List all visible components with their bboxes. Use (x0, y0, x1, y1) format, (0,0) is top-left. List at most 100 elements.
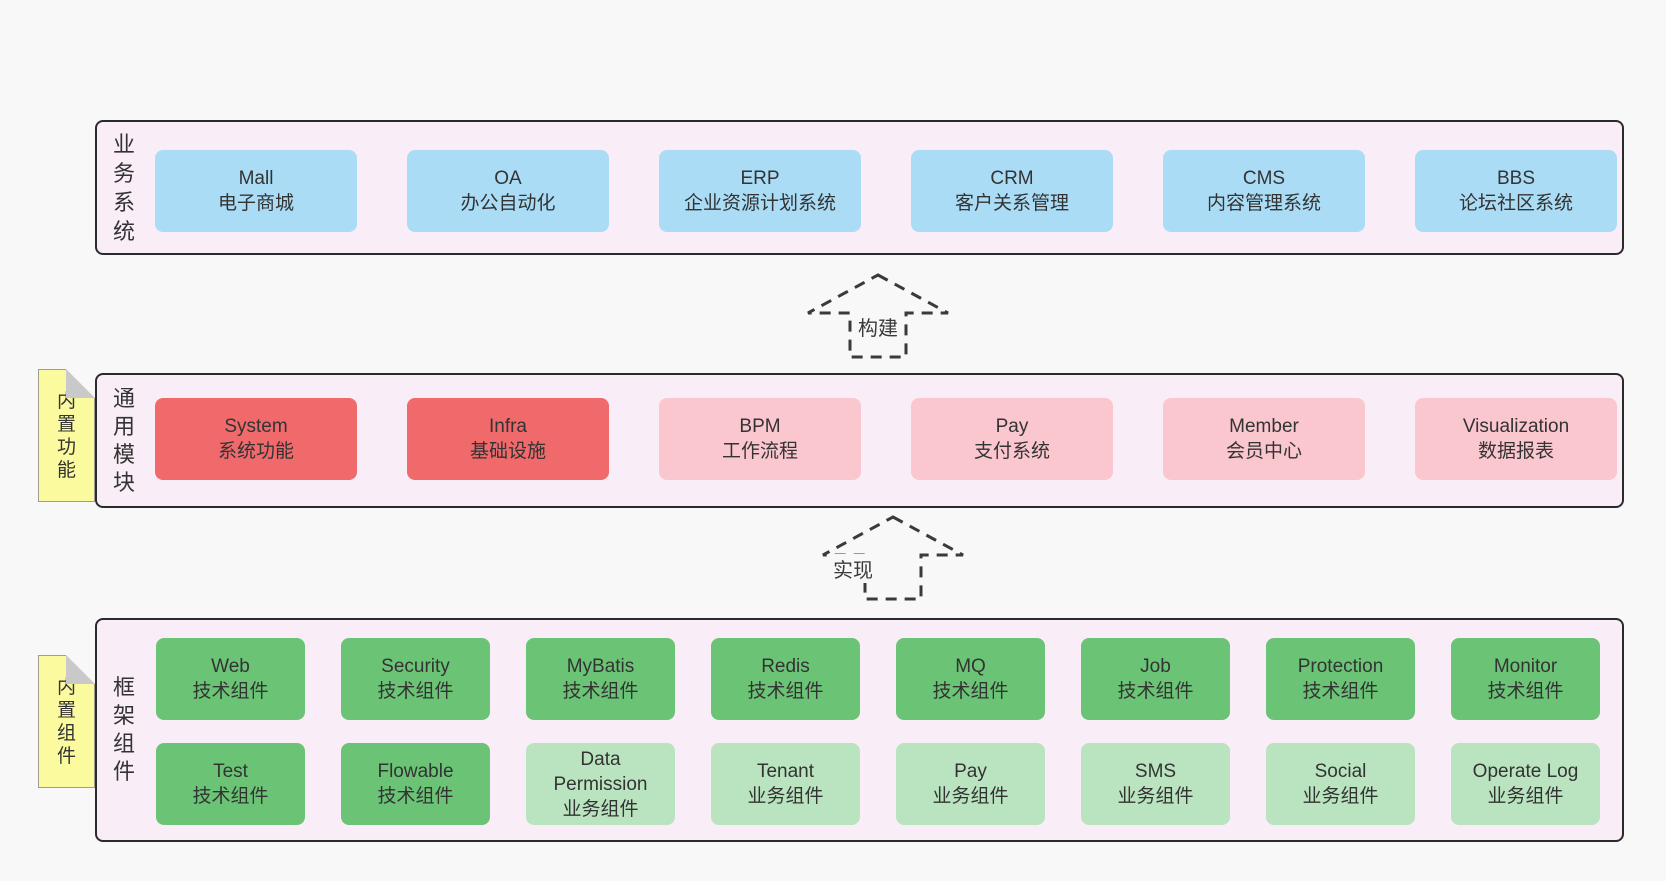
box-subtitle: 内容管理系统 (1206, 193, 1321, 214)
box-title: SMS (1134, 761, 1177, 782)
box-subtitle: 技术组件 (1487, 681, 1564, 702)
box-title: Test (213, 761, 248, 782)
module-box-protection: Protection 技术组件 (1266, 638, 1415, 720)
module-box-pay: Pay 业务组件 (896, 743, 1045, 825)
box-title: Data Permission (553, 748, 648, 795)
box-title: Infra (488, 416, 528, 437)
section-label: 框架组件 (112, 675, 135, 784)
box-title: MQ (955, 656, 986, 677)
module-box-security: Security 技术组件 (341, 638, 490, 720)
box-title: CRM (990, 168, 1034, 189)
module-box-erp: ERP 企业资源计划系统 (659, 150, 861, 232)
box-title: Social (1314, 761, 1367, 782)
box-subtitle: 客户关系管理 (954, 193, 1069, 214)
box-subtitle: 业务组件 (562, 798, 639, 820)
module-box-bpm: BPM 工作流程 (659, 398, 861, 480)
box-subtitle: 技术组件 (377, 681, 454, 702)
module-box-redis: Redis 技术组件 (711, 638, 860, 720)
box-title: Job (1140, 656, 1171, 677)
module-box-social: Social 业务组件 (1266, 743, 1415, 825)
note-built-in-features: 内置功能 (38, 369, 95, 502)
box-title: Pay (995, 416, 1029, 437)
module-box-test: Test 技术组件 (156, 743, 305, 825)
box-subtitle: 技术组件 (192, 681, 269, 702)
box-subtitle: 技术组件 (1117, 681, 1194, 702)
box-subtitle: 技术组件 (377, 786, 454, 807)
module-box-operate-log: Operate Log 业务组件 (1451, 743, 1600, 825)
box-title: Security (381, 656, 450, 677)
box-subtitle: 办公自动化 (460, 193, 556, 214)
module-box-mq: MQ 技术组件 (896, 638, 1045, 720)
note-label: 内置组件 (56, 676, 76, 767)
note-built-in-components: 内置组件 (38, 655, 95, 788)
box-title: Pay (954, 761, 987, 782)
box-title: System (224, 416, 288, 437)
box-title: Monitor (1493, 656, 1558, 677)
note-label: 内置功能 (56, 390, 76, 481)
box-title: Web (211, 656, 250, 677)
module-box-bbs: BBS 论坛社区系统 (1415, 150, 1617, 232)
implement-arrow: 实现 (820, 514, 966, 602)
box-title: Operate Log (1472, 761, 1579, 782)
box-subtitle: 技术组件 (562, 681, 639, 702)
module-box-data-permission: Data Permission 业务组件 (526, 743, 675, 825)
box-title: CMS (1242, 168, 1286, 189)
box-title: Visualization (1462, 416, 1570, 437)
implement-arrow-label: 实现 (831, 554, 875, 583)
box-title: MyBatis (566, 656, 635, 677)
box-title: BBS (1496, 168, 1536, 189)
box-subtitle: 电子商城 (217, 193, 294, 214)
module-box-mybatis: MyBatis 技术组件 (526, 638, 675, 720)
dashed-up-arrow-icon (822, 515, 964, 601)
box-subtitle: 业务组件 (932, 786, 1009, 807)
build-arrow: 构建 (805, 272, 951, 360)
box-subtitle: 基础设施 (469, 441, 546, 462)
box-subtitle: 业务组件 (1117, 786, 1194, 807)
box-subtitle: 工作流程 (721, 441, 798, 462)
folded-corner-icon (66, 655, 95, 684)
box-subtitle: 会员中心 (1225, 441, 1302, 462)
box-subtitle: 系统功能 (217, 441, 294, 462)
box-subtitle: 业务组件 (747, 786, 824, 807)
box-subtitle: 业务组件 (1487, 786, 1564, 807)
box-subtitle: 论坛社区系统 (1458, 193, 1573, 214)
module-box-infra: Infra 基础设施 (407, 398, 609, 480)
box-title: Redis (761, 656, 810, 677)
box-subtitle: 技术组件 (1302, 681, 1379, 702)
module-box-web: Web 技术组件 (156, 638, 305, 720)
module-box-sms: SMS 业务组件 (1081, 743, 1230, 825)
section-label: 通用模块 (112, 385, 135, 495)
box-subtitle: 数据报表 (1477, 441, 1554, 462)
box-subtitle: 技术组件 (192, 786, 269, 807)
dashed-up-arrow-icon (807, 273, 949, 359)
module-box-system: System 系统功能 (155, 398, 357, 480)
module-box-member: Member 会员中心 (1163, 398, 1365, 480)
box-title: BPM (739, 416, 781, 437)
module-box-cms: CMS 内容管理系统 (1163, 150, 1365, 232)
box-subtitle: 技术组件 (747, 681, 824, 702)
module-box-crm: CRM 客户关系管理 (911, 150, 1113, 232)
box-title: ERP (740, 168, 780, 189)
box-title: Member (1229, 416, 1299, 437)
box-title: Protection (1297, 656, 1384, 677)
box-subtitle: 企业资源计划系统 (683, 193, 836, 214)
section-label: 业务系统 (112, 131, 135, 244)
box-subtitle: 业务组件 (1302, 786, 1379, 807)
module-box-visualization: Visualization 数据报表 (1415, 398, 1617, 480)
box-subtitle: 技术组件 (932, 681, 1009, 702)
module-box-job: Job 技术组件 (1081, 638, 1230, 720)
build-arrow-label: 构建 (856, 312, 900, 341)
